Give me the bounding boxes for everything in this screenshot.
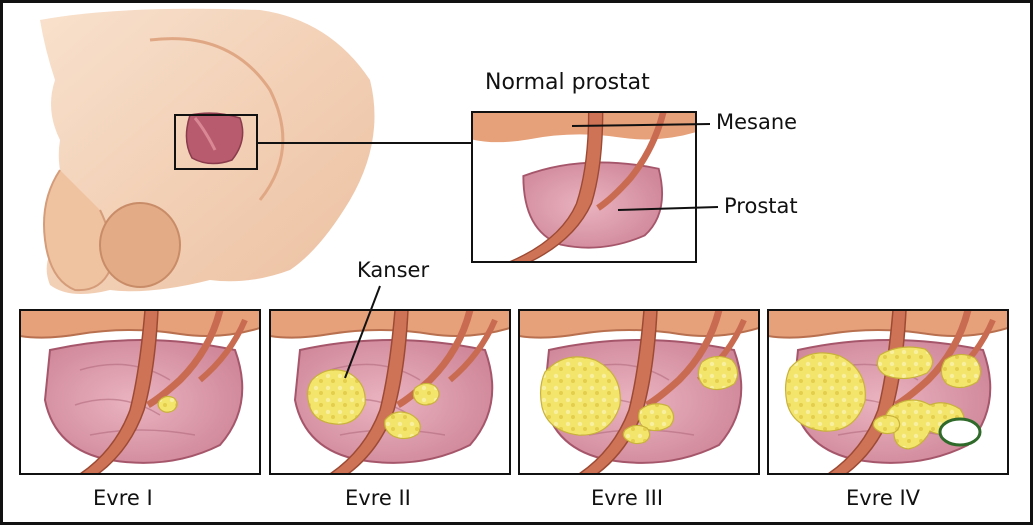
tumor	[786, 353, 866, 431]
normal-prostate-title: Normal prostat	[485, 72, 650, 94]
normal-prostate-inset	[472, 112, 718, 262]
stage-label-3: Evre III	[591, 488, 663, 509]
tumor	[308, 370, 366, 424]
stage-panel-1	[20, 310, 260, 474]
tumor	[941, 354, 980, 387]
stage-label-2: Evre II	[345, 488, 411, 509]
bladder-label: Mesane	[716, 112, 797, 133]
stage-panel-4	[768, 310, 1008, 474]
tumor	[413, 383, 439, 405]
pelvis-illustration	[40, 9, 472, 294]
tumor	[698, 356, 737, 389]
tumor	[541, 357, 621, 435]
prostate-label: Prostat	[724, 196, 798, 217]
stage-panel-2	[270, 286, 510, 474]
stage-label-4: Evre IV	[846, 488, 920, 509]
stage-panel-3	[519, 310, 759, 474]
tumor	[158, 396, 177, 412]
metastasis-ring	[940, 419, 980, 445]
cancer-label: Kanser	[357, 260, 429, 281]
tumor	[873, 415, 899, 433]
tumor	[623, 425, 649, 443]
tumor	[877, 347, 932, 379]
stage-label-1: Evre I	[93, 488, 153, 509]
stage-panels	[20, 286, 1008, 474]
